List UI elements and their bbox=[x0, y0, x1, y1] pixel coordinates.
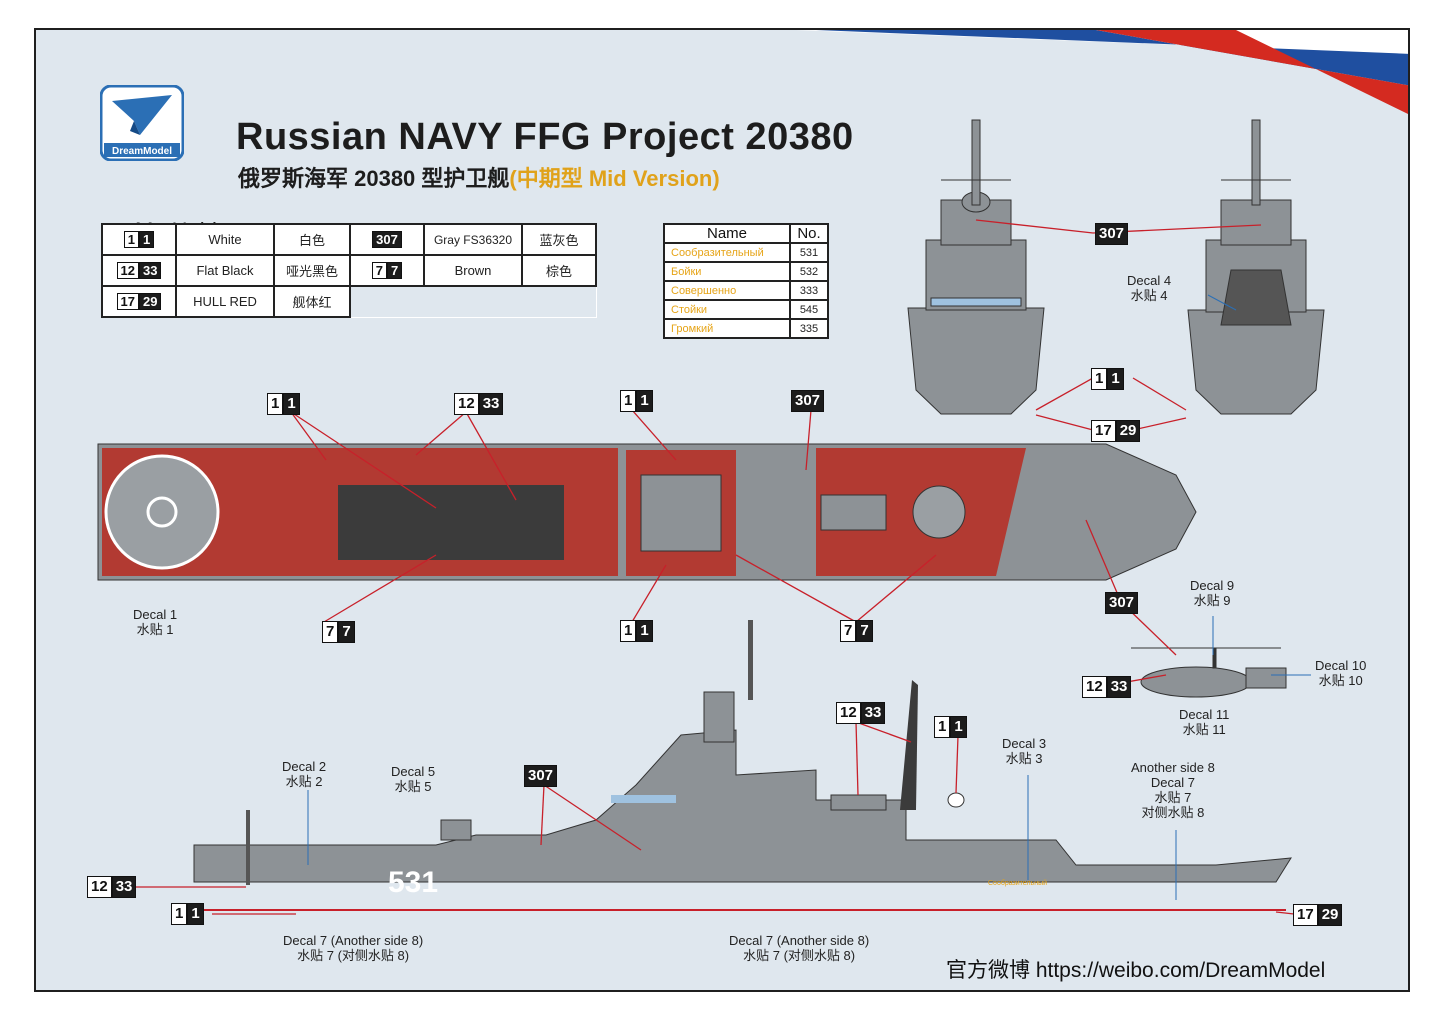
side-profile: 531 Сообразительный bbox=[193, 620, 1292, 911]
paint-name: HULL RED bbox=[175, 285, 275, 318]
callout-307: 307 bbox=[1105, 592, 1139, 614]
paint-code: 307 bbox=[349, 223, 425, 256]
paint-name: Flat Black bbox=[175, 254, 275, 287]
names-header-name: Name bbox=[663, 223, 791, 244]
hull-name: Сообразительный bbox=[988, 879, 1047, 887]
title-english: Russian NAVY FFG Project 20380 bbox=[236, 116, 854, 158]
paint-cn: 白色 bbox=[273, 223, 351, 256]
weibo-link[interactable]: 官方微博 https://weibo.com/DreamModel bbox=[946, 959, 1326, 982]
paint-cn: 棕色 bbox=[521, 254, 597, 287]
paint-name: Brown bbox=[423, 254, 523, 287]
decal-7-label: Decal 7 (Another side 8)水贴 7 (对侧水贴 8) bbox=[283, 933, 424, 963]
deck-plan bbox=[97, 443, 1197, 581]
helicopter bbox=[1131, 647, 1287, 698]
instruction-sheet: DreamModel Russian NAVY FFG Project 2038… bbox=[34, 28, 1410, 992]
rear-view bbox=[1187, 119, 1325, 415]
title-version: (中期型 Mid Version) bbox=[509, 166, 720, 191]
title-cn-main: 俄罗斯海军 20380 型护卫舰 bbox=[238, 166, 510, 191]
paint-cn: 蓝灰色 bbox=[521, 223, 597, 256]
decal-leader-lines bbox=[307, 294, 1311, 900]
ship-drawings: 531 Сообразительный bbox=[97, 119, 1325, 915]
hull-number: 531 bbox=[388, 866, 438, 899]
callout-307: 307 bbox=[791, 390, 825, 412]
russian-flag-stripes bbox=[796, 30, 1408, 115]
paint-cn: 舰体红 bbox=[273, 285, 351, 318]
decal-7-label: Decal 7 (Another side 8)水贴 7 (对侧水贴 8) bbox=[729, 933, 870, 963]
title-chinese: 俄罗斯海军 20380 型护卫舰(中期型 Mid Version) bbox=[238, 161, 720, 193]
paint-name: Gray FS36320 bbox=[423, 223, 523, 256]
callout-307: 307 bbox=[1095, 223, 1129, 245]
logo-text: DreamModel bbox=[112, 146, 172, 157]
logo-icon: DreamModel bbox=[99, 84, 185, 162]
leader-lines bbox=[132, 219, 1295, 915]
paint-cn: 哑光黑色 bbox=[273, 254, 351, 287]
front-view bbox=[907, 119, 1045, 415]
paint-name: White bbox=[175, 223, 275, 256]
names-header-no: No. bbox=[789, 223, 829, 244]
callout-307: 307 bbox=[524, 765, 558, 787]
dreammodel-logo: DreamModel bbox=[99, 84, 185, 162]
